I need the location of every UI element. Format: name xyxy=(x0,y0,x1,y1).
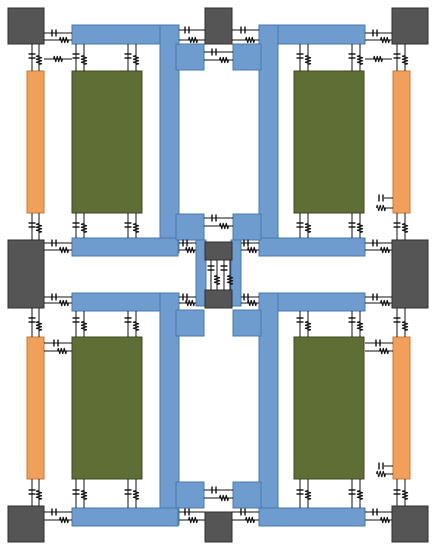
orange-strip xyxy=(392,336,411,480)
resistor-icon xyxy=(35,490,43,500)
trace-segment xyxy=(175,481,205,509)
trace-segment xyxy=(71,507,179,527)
resistor-icon xyxy=(80,490,88,500)
resistor-icon xyxy=(59,246,69,254)
trace-segment xyxy=(175,43,205,71)
green-panel xyxy=(293,70,365,214)
dark-node xyxy=(391,7,429,45)
trace-segment xyxy=(71,237,179,257)
resistor-icon xyxy=(35,223,43,233)
trace-segment xyxy=(258,292,279,526)
resistor-icon xyxy=(132,55,140,65)
trace-segment xyxy=(258,507,366,527)
green-panel xyxy=(293,336,365,480)
resistor-icon xyxy=(376,470,386,478)
resistor-icon xyxy=(304,223,312,233)
trace-segment xyxy=(232,309,262,337)
resistor-icon xyxy=(356,223,364,233)
trace-segment xyxy=(232,43,262,71)
resistor-icon xyxy=(401,490,409,500)
resistor-icon xyxy=(401,55,409,65)
dark-node xyxy=(7,7,45,45)
green-panel xyxy=(71,70,143,214)
resistor-icon xyxy=(226,275,234,285)
resistor-icon xyxy=(53,55,63,63)
dark-node xyxy=(204,7,233,45)
resistor-icon xyxy=(132,490,140,500)
resistor-icon xyxy=(188,36,198,44)
trace-segment xyxy=(175,309,205,337)
trace-segment xyxy=(175,213,205,241)
resistor-icon xyxy=(356,321,364,331)
dark-node xyxy=(204,511,233,543)
trace-segment xyxy=(258,24,279,254)
resistor-icon xyxy=(379,347,389,355)
resistor-icon xyxy=(35,55,43,65)
resistor-icon xyxy=(219,222,229,230)
dark-node xyxy=(7,239,45,309)
resistor-icon xyxy=(380,516,390,524)
resistor-icon xyxy=(185,299,195,307)
resistor-icon xyxy=(80,223,88,233)
orange-strip xyxy=(26,70,45,214)
resistor-icon xyxy=(59,516,69,524)
dark-node xyxy=(391,239,429,309)
dark-node xyxy=(7,505,45,543)
resistor-icon xyxy=(247,299,257,307)
resistor-icon xyxy=(380,36,390,44)
orange-strip xyxy=(392,70,411,214)
resistor-icon xyxy=(245,36,255,44)
resistor-icon xyxy=(185,246,195,254)
resistor-icon xyxy=(132,321,140,331)
trace-segment xyxy=(230,239,242,307)
resistor-icon xyxy=(35,321,43,331)
resistor-icon xyxy=(376,204,386,212)
dark-node xyxy=(391,505,429,543)
resistor-icon xyxy=(304,490,312,500)
resistor-icon xyxy=(59,36,69,44)
dark-node xyxy=(204,289,233,309)
resistor-icon xyxy=(380,246,390,254)
resistor-icon xyxy=(304,321,312,331)
resistor-icon xyxy=(304,55,312,65)
resistor-icon xyxy=(401,321,409,331)
dark-node xyxy=(204,241,233,261)
resistor-icon xyxy=(356,490,364,500)
resistor-icon xyxy=(380,299,390,307)
resistor-icon xyxy=(188,516,198,524)
resistor-icon xyxy=(80,55,88,65)
resistor-icon xyxy=(219,56,229,64)
resistor-icon xyxy=(247,246,257,254)
resistor-icon xyxy=(132,223,140,233)
orange-strip xyxy=(26,336,45,480)
resistor-icon xyxy=(219,494,229,502)
resistor-icon xyxy=(356,55,364,65)
resistor-icon xyxy=(373,55,383,63)
resistor-icon xyxy=(80,321,88,331)
resistor-icon xyxy=(401,223,409,233)
resistor-icon xyxy=(213,275,221,285)
trace-segment xyxy=(232,213,262,241)
resistor-icon xyxy=(245,516,255,524)
green-panel xyxy=(71,336,143,480)
trace-segment xyxy=(232,481,262,509)
trace-segment xyxy=(258,237,366,257)
trace-segment xyxy=(195,239,207,307)
resistor-icon xyxy=(59,299,69,307)
resistor-icon xyxy=(57,347,67,355)
